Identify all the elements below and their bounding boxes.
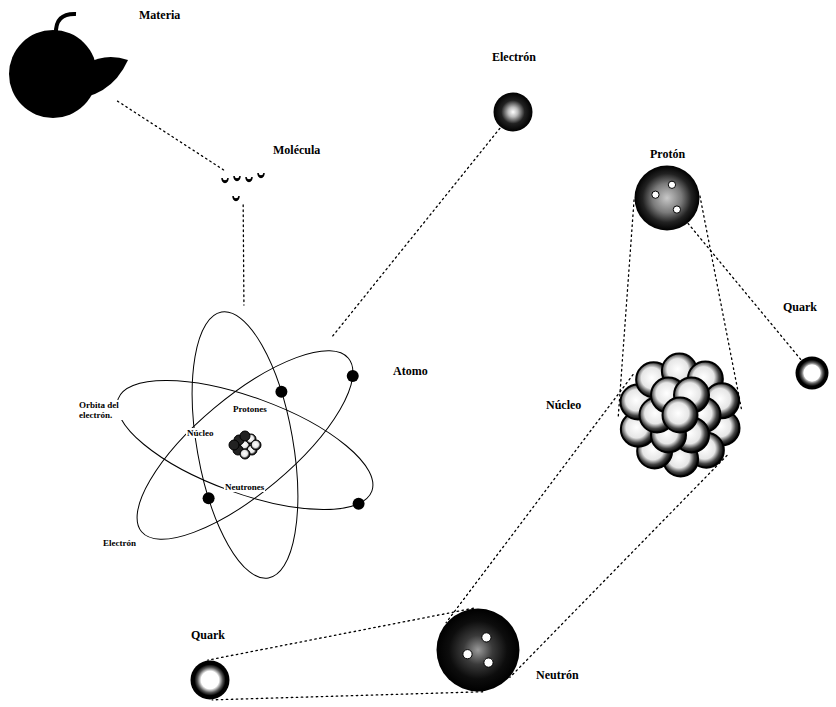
atom-core-ball — [251, 440, 261, 450]
nucleon-ball — [663, 398, 698, 433]
shape-group — [102, 304, 389, 587]
node-text-group: Protón — [649, 147, 686, 161]
quark-ring: Quark — [190, 660, 230, 700]
electron-label: Electrón — [102, 538, 137, 548]
apple-stem — [56, 14, 76, 34]
protons-label: Protones — [232, 404, 268, 414]
quark-dot — [463, 650, 472, 659]
proton-body — [635, 166, 700, 231]
orbit-electron — [347, 370, 359, 382]
connector-group — [118, 101, 802, 700]
atom-model: Atomo — [105, 305, 385, 585]
dotted-connector — [688, 223, 801, 359]
dotted-connector — [618, 196, 742, 419]
node-text-group: Quark — [190, 628, 226, 642]
node-label: Protón — [649, 147, 686, 161]
node-label: Atomo — [392, 364, 429, 378]
proton-sphere: Protón — [634, 165, 700, 231]
node-label: Núcleo — [545, 398, 582, 412]
molecule-dot — [234, 176, 240, 181]
shape-group — [191, 661, 230, 700]
orbit-electron — [275, 386, 287, 398]
dotted-connector — [333, 128, 501, 336]
quark-ring: Quark — [795, 356, 829, 390]
quark-dot — [668, 181, 675, 188]
dotted-connector — [243, 205, 245, 305]
node-label: Quark — [782, 300, 818, 314]
node-shape — [436, 608, 520, 692]
molecule-dot — [233, 196, 239, 201]
quark-dot — [482, 633, 491, 642]
node-label: Molécula — [272, 143, 321, 157]
node-text-group: Quark — [782, 300, 818, 314]
node-label: Electrón — [491, 50, 537, 64]
node-label: Neutrón — [535, 668, 580, 682]
molecule-dot — [258, 173, 264, 178]
node-shape — [795, 356, 829, 390]
dotted-connector — [118, 101, 225, 170]
electron-orbit — [111, 321, 380, 568]
atom-core-ball — [240, 449, 250, 459]
shape-group — [494, 93, 533, 132]
atom-core-ball — [229, 440, 239, 450]
nucleus-cluster: Núcleo — [618, 353, 742, 477]
shape-group — [9, 14, 128, 118]
node-shape — [618, 353, 742, 477]
node-text-group: Electrón — [491, 50, 537, 64]
node-shape — [634, 165, 700, 231]
orbit-electron — [203, 492, 215, 504]
quark-body — [191, 661, 230, 700]
electron-sphere: Electrón — [493, 92, 533, 132]
shape-group — [635, 166, 700, 231]
node-shape — [8, 10, 128, 128]
orbit-label: Orbita del electrón. — [78, 400, 138, 420]
electron-orbit — [102, 354, 389, 537]
quark-body — [796, 357, 829, 390]
electron-body — [494, 93, 533, 132]
node-text-group: Núcleo — [545, 398, 582, 412]
node-shape — [493, 92, 533, 132]
quark-dot — [652, 191, 659, 198]
node-shape — [105, 305, 385, 585]
molecule-dot — [222, 178, 228, 183]
node-text-group: Neutrón — [535, 668, 580, 682]
node-text-group: Atomo — [392, 364, 429, 378]
orbit-electron — [353, 498, 365, 510]
electron-orbit — [174, 304, 315, 587]
node-shape — [218, 160, 268, 205]
molecule-dot — [246, 177, 252, 182]
node-shape — [190, 660, 230, 700]
apple-leaf — [63, 57, 128, 100]
node-text-group: Molécula — [272, 143, 321, 157]
quark-core — [201, 671, 219, 689]
shape-group — [620, 354, 739, 477]
quark-dot — [673, 206, 680, 213]
quark-core — [804, 365, 821, 382]
matter-apple: Materia — [8, 10, 128, 128]
node-label: Materia — [138, 8, 181, 22]
atom-core-ball — [240, 431, 250, 441]
node-label: Quark — [190, 628, 226, 642]
shape-group — [222, 173, 264, 201]
shape-group — [796, 357, 829, 390]
molecule-cluster: Molécula — [218, 160, 268, 205]
neutron-sphere: Neutrón — [436, 608, 520, 692]
shape-group — [437, 609, 520, 692]
quark-dot — [484, 658, 493, 667]
node-text-group: Materia — [138, 8, 181, 22]
neutron-body — [437, 609, 520, 692]
